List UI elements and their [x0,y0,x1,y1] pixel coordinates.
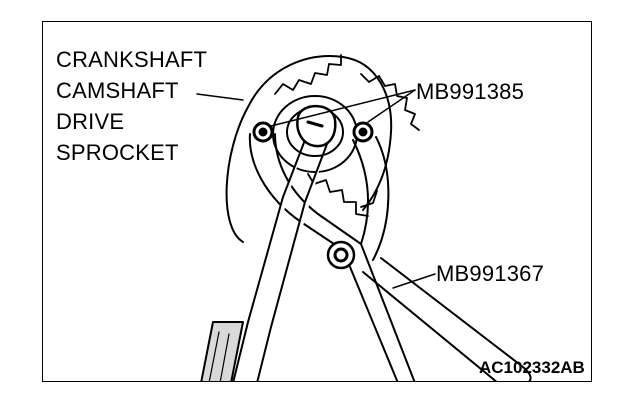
label-camshaft: CAMSHAFT [56,78,179,103]
holder-handle [362,257,532,381]
leader-sprocket [196,93,244,101]
leader-pin-right [367,89,416,123]
label-sprocket: SPROCKET [56,140,179,165]
figure-frame: CRANKSHAFT CAMSHAFT DRIVE SPROCKET MB991… [42,21,592,382]
label-drive: DRIVE [56,109,125,134]
figure-id: AC102332AB [479,358,585,377]
label-holder-tool: MB991367 [436,261,545,286]
label-crankshaft: CRANKSHAFT [56,47,208,72]
tool-illustration [196,54,532,381]
holder-arm-right [352,136,390,261]
wrench-head [296,104,337,148]
leader-holder [392,273,436,289]
sprocket-lower-teeth [307,173,378,217]
label-pin-tool: MB991385 [416,79,525,104]
wrench-shaft [232,139,328,381]
sprocket-teeth [274,54,420,131]
leader-pin-left [270,89,416,127]
